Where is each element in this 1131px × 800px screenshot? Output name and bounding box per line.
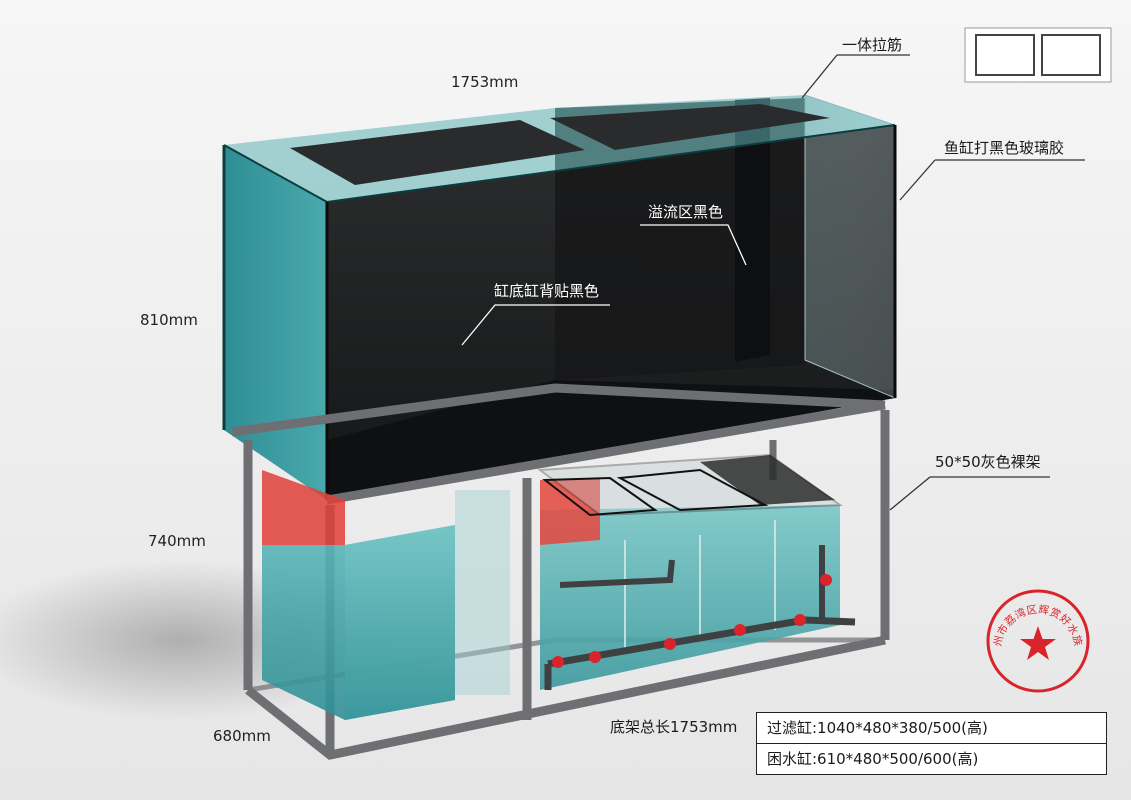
main-tank <box>222 94 897 500</box>
depth-dimension: 680mm <box>213 727 271 745</box>
tank-left-side <box>224 145 327 500</box>
shop-stamp: 广州市荔湾区辉赏好水族店 <box>985 588 1090 693</box>
star-icon <box>1020 626 1056 660</box>
tank-height-dimension: 810mm <box>140 311 198 329</box>
spec-row-filter: 过滤缸:1040*480*380/500(高) <box>757 713 1106 744</box>
top-opening-right <box>550 104 830 150</box>
length-dimension: 1753mm <box>451 73 519 91</box>
sump-tank <box>537 453 856 690</box>
tank-floor <box>327 380 895 500</box>
callout-lines <box>461 54 1085 511</box>
silicone-callout: 鱼缸打黑色玻璃胶 <box>944 139 1065 157</box>
spec-row-holding: 困水缸:610*480*500/600(高) <box>767 750 979 768</box>
bottom-back-callout: 缸底缸背贴黑色 <box>494 282 600 300</box>
holding-tank <box>262 470 510 720</box>
overflow-callout: 溢流区黑色 <box>648 203 724 221</box>
brace-callout: 一体拉筋 <box>842 36 903 54</box>
frame-callout: 50*50灰色裸架 <box>935 453 1041 471</box>
stand-height-dimension: 740mm <box>148 532 206 550</box>
brace-diagram <box>964 27 1112 83</box>
overflow-column <box>735 98 770 362</box>
tank-right-glass <box>804 94 896 399</box>
spec-table: 过滤缸:1040*480*380/500(高) 困水缸:610*480*500/… <box>756 712 1107 775</box>
top-opening-left <box>290 120 585 185</box>
frame-total-length: 底架总长1753mm <box>610 718 738 736</box>
